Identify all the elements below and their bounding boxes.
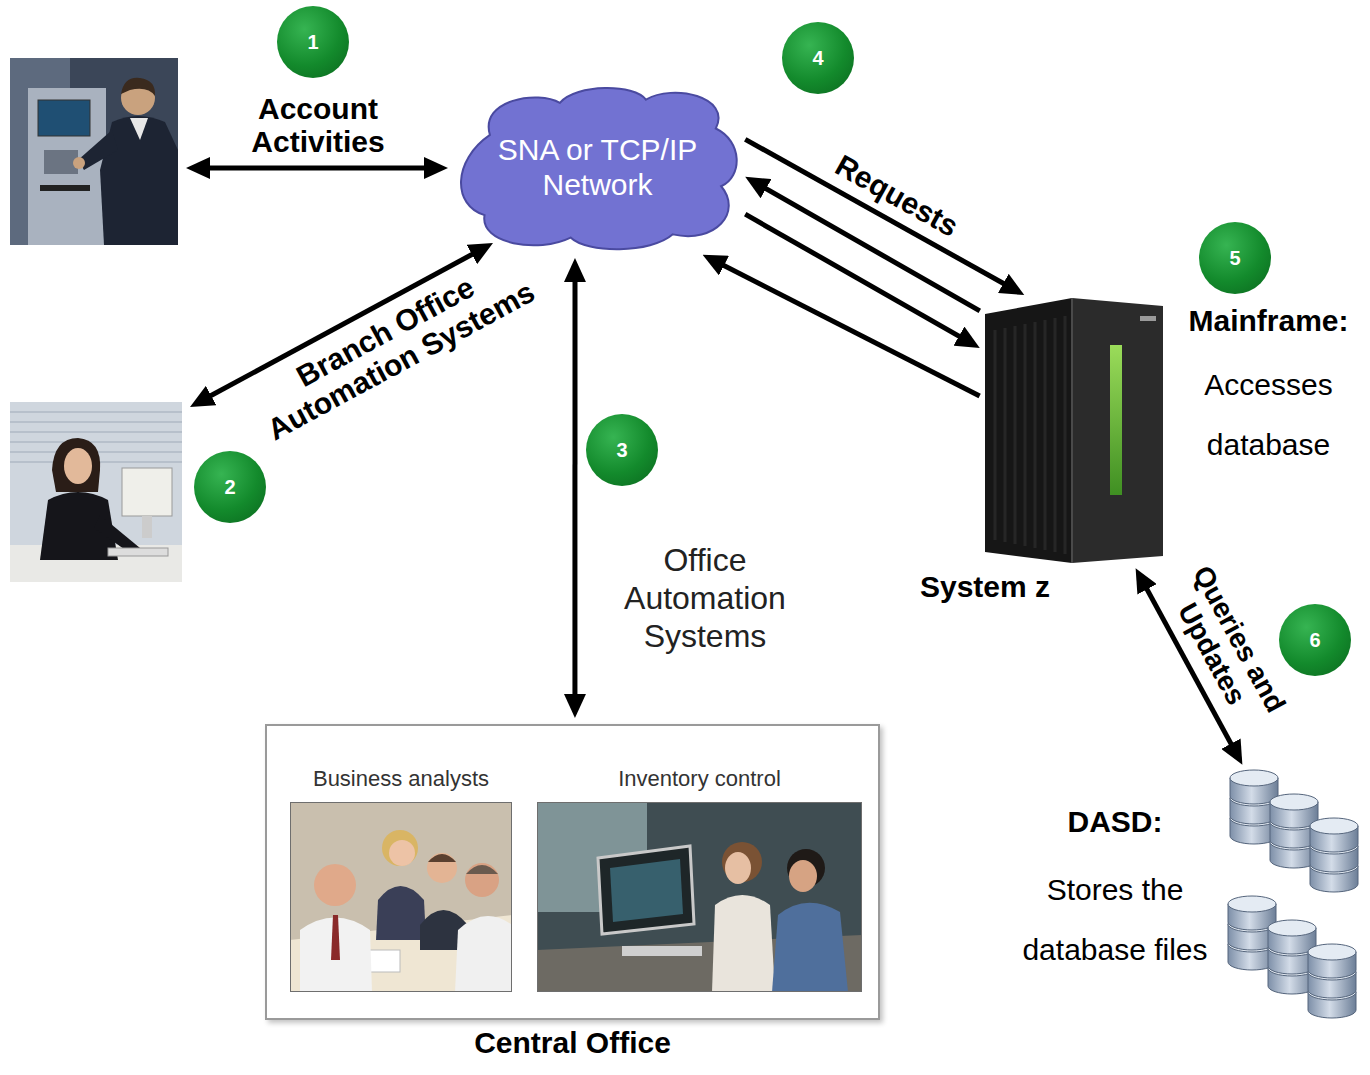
mainframe-illustration — [1072, 298, 1163, 563]
node-heading: DASD: — [1015, 805, 1215, 840]
inventory-control-photo — [537, 802, 862, 992]
atm-photo — [10, 58, 178, 245]
callout-number: 6 — [1279, 604, 1351, 676]
business-analysts-photo — [314, 864, 356, 906]
mainframe-illustration — [1140, 316, 1156, 321]
business-analysts-photo — [455, 916, 512, 992]
node-description: Stores the database files — [1015, 860, 1215, 980]
atm-photo — [28, 88, 106, 245]
business-analysts-photo — [465, 863, 499, 897]
node-description: Accesses database — [1181, 355, 1356, 475]
branch-office-photo — [142, 516, 152, 538]
connector-label: Office Automation Systems — [600, 541, 810, 656]
connector-label: Requests — [810, 138, 983, 255]
atm-photo — [121, 78, 155, 96]
inventory-control-photo — [772, 903, 848, 992]
connector-label: Queries and Updates — [1150, 544, 1300, 749]
atm-photo — [40, 185, 90, 191]
callout-number: 3 — [586, 414, 658, 486]
business-analysts-photo — [290, 802, 512, 992]
callout-number: 4 — [782, 22, 854, 94]
dasd-illustration — [1228, 896, 1276, 930]
machine-name: System z — [895, 570, 1075, 605]
mainframe-illustration — [985, 298, 1072, 563]
inventory-control-photo — [598, 846, 694, 934]
flow-connector — [757, 184, 979, 311]
business-analysts-photo — [389, 840, 415, 866]
dasd-illustration — [1308, 944, 1356, 978]
photo-label: Business analysts — [270, 766, 532, 792]
dasd-illustration — [1268, 920, 1316, 954]
mainframe-illustration — [985, 298, 1163, 563]
flow-label: Branch Office Automation Systems — [237, 241, 550, 452]
mainframe-illustration — [995, 316, 1065, 554]
branch-office-photo — [122, 468, 172, 516]
mainframe-illustration — [1071, 298, 1073, 563]
flow-connector — [715, 261, 980, 396]
atm-photo — [130, 118, 148, 140]
network-name: SNA or TCP/IP Network — [455, 133, 740, 202]
dasd-illustration — [1230, 770, 1278, 804]
node-heading: Mainframe: — [1181, 304, 1356, 339]
branch-office-photo — [64, 448, 92, 484]
cloud-outline — [455, 82, 740, 252]
dasd-illustration — [1270, 794, 1318, 828]
storage-node: DASD:Stores the database files — [1225, 770, 1360, 1035]
branch-office-photo — [10, 402, 182, 582]
flow-label: Account Activities — [223, 92, 413, 158]
mainframe-node: Mainframe:Accesses databaseSystem z — [985, 298, 1163, 563]
flow-connector — [745, 139, 1012, 288]
atm-photo — [73, 157, 85, 169]
business-analysts-photo — [331, 915, 340, 960]
photo-panel: Business analysts — [290, 802, 512, 992]
branch-office-photo — [52, 438, 100, 492]
branch-office-photo — [108, 548, 168, 556]
flow-connector — [572, 272, 577, 704]
inventory-control-photo — [622, 946, 702, 956]
inventory-control-photo — [537, 802, 862, 992]
photo-panel: Inventory control — [537, 802, 862, 992]
inventory-control-photo — [712, 895, 775, 992]
business-analysts-photo — [428, 854, 456, 862]
atm-photo — [38, 100, 90, 136]
callout-number: 5 — [1199, 222, 1271, 294]
business-analysts-photo — [382, 830, 418, 866]
atm-photo — [10, 58, 178, 245]
box-caption: Central Office — [265, 1026, 880, 1059]
business-analysts-photo — [427, 853, 457, 883]
dasd-illustration — [1228, 770, 1358, 1018]
dasd-illustration — [1310, 818, 1358, 852]
flow-arrow — [200, 166, 434, 171]
network-cloud: SNA or TCP/IP Network — [455, 82, 740, 252]
callout-number: 1 — [277, 6, 349, 78]
business-analysts-photo — [466, 865, 498, 874]
inventory-control-photo — [789, 860, 817, 892]
business-analysts-photo — [290, 802, 512, 992]
branch-office-photo — [10, 402, 182, 582]
inventory-control-photo — [725, 852, 751, 884]
inventory-control-photo — [610, 859, 683, 922]
business-analysts-photo — [376, 886, 426, 940]
mainframe-illustration — [1110, 345, 1122, 495]
office-box: Central OfficeBusiness analystsInventory… — [265, 724, 880, 1020]
atm-photo — [44, 150, 78, 174]
photo-label: Inventory control — [537, 766, 862, 792]
callout-number: 2 — [194, 451, 266, 523]
